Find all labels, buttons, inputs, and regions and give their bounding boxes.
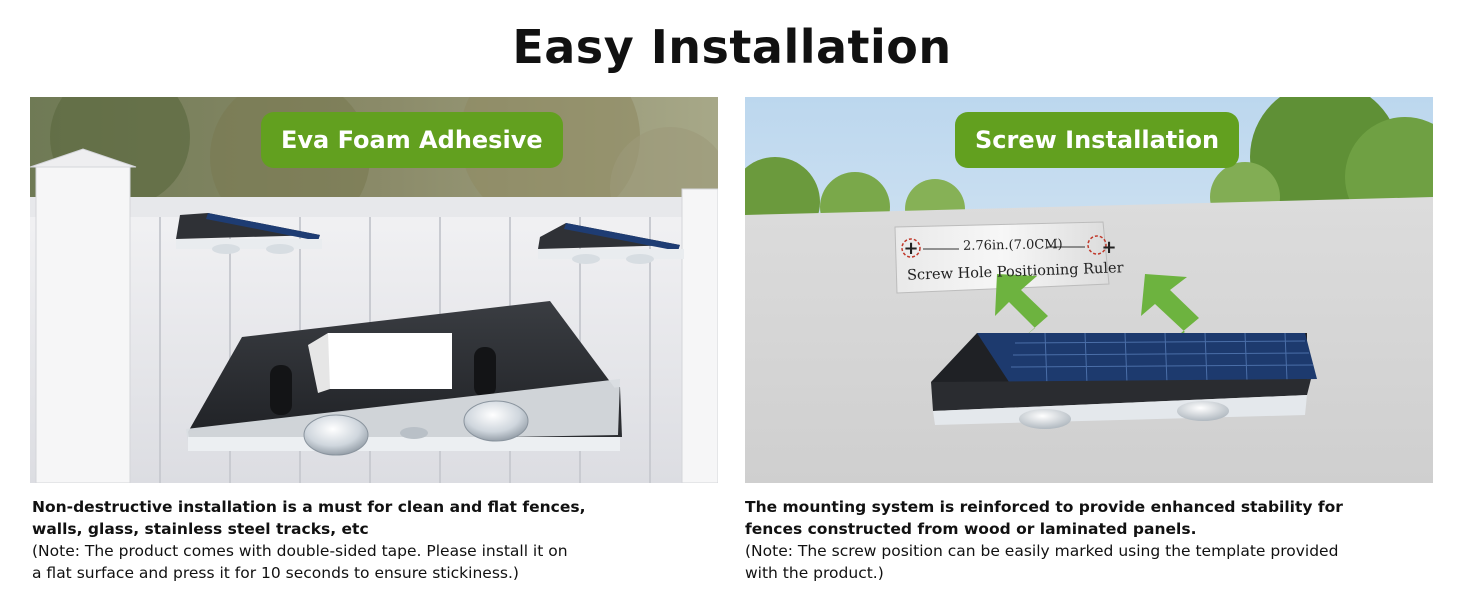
adhesive-note-1: (Note: The product comes with double-sid… — [32, 542, 568, 560]
ruler-measure: 2.76in.(7.0CM) — [962, 237, 1063, 254]
screw-installation-badge: Screw Installation — [955, 112, 1240, 168]
svg-text:+: + — [903, 238, 918, 259]
screw-caption: The mounting system is reinforced to pro… — [745, 496, 1445, 584]
screw-caption-bold-1: The mounting system is reinforced to pro… — [745, 498, 1343, 516]
page-title: Easy Installation — [512, 20, 952, 74]
eva-foam-adhesive-badge: Eva Foam Adhesive — [261, 112, 563, 168]
screw-installation-image: + + Screw Installation 2.76in. — [745, 97, 1433, 483]
adhesive-installation-image: Eva Foam Adhesive — [30, 97, 718, 483]
adhesive-caption-bold-2: walls, glass, stainless steel tracks, et… — [32, 520, 369, 538]
screw-note-1: (Note: The screw position can be easily … — [745, 542, 1339, 560]
adhesive-caption-bold-1: Non-destructive installation is a must f… — [32, 498, 586, 516]
screw-caption-bold-2: fences constructed from wood or laminate… — [745, 520, 1197, 538]
screw-note-2: with the product.) — [745, 564, 884, 582]
svg-text:+: + — [1101, 237, 1116, 258]
adhesive-note-2: a flat surface and press it for 10 secon… — [32, 564, 519, 582]
adhesive-caption: Non-destructive installation is a must f… — [32, 496, 732, 584]
screw-scene: + + — [745, 97, 1433, 483]
